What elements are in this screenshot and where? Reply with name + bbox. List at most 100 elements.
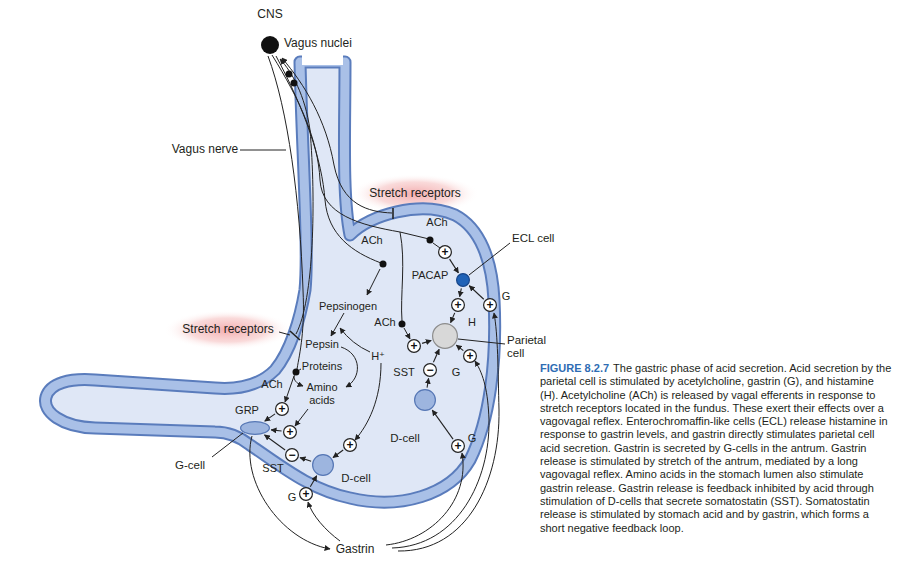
diagram-label: Pepsinogen	[319, 300, 377, 313]
node-outline	[240, 421, 270, 435]
figure-number: FIGURE 8.2.7	[540, 362, 609, 374]
label-slot: Vagus nerve	[172, 143, 239, 157]
label-slot: G	[452, 366, 461, 379]
vagal-efferent	[268, 56, 303, 369]
node-outline-shape	[300, 488, 313, 501]
signal-arrow	[271, 430, 281, 431]
node-outline	[432, 323, 458, 349]
diagram-label: G	[502, 290, 511, 303]
label-slot: ACh	[261, 378, 282, 391]
signal-arrow	[422, 340, 431, 343]
stomach-wall-band	[45, 62, 494, 502]
ganglion-dot	[291, 80, 298, 87]
diagram-label: GRP	[235, 404, 259, 417]
g-cell-shape: G-cell	[240, 421, 270, 435]
vagal-afferent	[280, 59, 313, 334]
label-slot: Vagus nuclei	[284, 37, 352, 51]
signal-arrow	[433, 349, 439, 362]
node-outline-shape	[344, 439, 357, 452]
conversion-arrow	[331, 313, 344, 336]
nerve-link	[404, 328, 410, 339]
sign-circle: +	[275, 402, 289, 416]
diagram-label: CNS	[257, 8, 282, 22]
diagram-label: SST	[262, 462, 283, 475]
diagram-label: SST	[393, 366, 414, 379]
leader-line	[212, 433, 243, 457]
label-slot: PACAP	[412, 269, 448, 282]
node-outline-shape	[241, 422, 270, 435]
receptor-symbol	[392, 208, 394, 219]
sign-symbol: +	[283, 425, 297, 439]
node-outline	[312, 454, 334, 476]
node-outline	[414, 389, 436, 411]
cell-name: Parietal cell	[507, 334, 551, 360]
diagram-label: ACh	[361, 234, 382, 247]
diagram-label: Amino acids	[302, 381, 342, 406]
sign-circle: +	[407, 339, 421, 353]
diagram-label: Stretch receptors	[369, 187, 460, 201]
cell-name: G-cell	[175, 459, 205, 472]
synapse-dot	[427, 237, 434, 244]
cell-name: D-cell	[341, 472, 370, 485]
label-slot: ACh	[374, 316, 395, 329]
signal-arrow	[432, 410, 453, 439]
node-outline-shape	[424, 364, 437, 377]
sign-symbol: −	[285, 448, 299, 462]
node-outline-shape	[313, 455, 334, 476]
sign-symbol: +	[483, 298, 497, 312]
leader-line	[240, 150, 286, 151]
diagram-label: ACh	[261, 378, 282, 391]
signal-arrow	[451, 313, 455, 323]
sign-symbol: +	[463, 349, 477, 363]
diagram-label: Stretch receptors	[182, 323, 273, 337]
figure-caption: FIGURE 8.2.7The gastric phase of acid se…	[540, 362, 895, 535]
cns-nucleus	[261, 36, 279, 54]
node-outline-shape	[284, 426, 297, 439]
signal-arrow	[460, 288, 462, 296]
sign-symbol: +	[451, 439, 465, 453]
pepsin-arrow	[341, 347, 357, 387]
signal-arrow	[456, 345, 463, 351]
sign-symbol: +	[451, 298, 465, 312]
label-slot: SST	[393, 366, 414, 379]
gastrin-arrow	[386, 453, 463, 545]
ganglion-dot	[286, 71, 293, 78]
diagram-label: Vagus nuclei	[284, 37, 352, 51]
sign-circle: +	[483, 298, 497, 312]
sign-circle: +	[438, 245, 452, 259]
leader-line	[458, 339, 505, 344]
sign-symbol: +	[438, 245, 452, 259]
label-slot: ACh	[426, 216, 447, 229]
sign-circle: +	[463, 349, 477, 363]
node-outline	[456, 273, 470, 287]
sign-symbol: −	[423, 363, 437, 377]
nerve-link	[433, 243, 440, 248]
label-slot: G	[288, 491, 297, 504]
label-slot: ACh	[361, 234, 382, 247]
label-slot: SST	[262, 462, 283, 475]
diagram-label: G	[468, 432, 477, 445]
diagram-label: Gastrin	[336, 543, 375, 557]
signal-arrow	[265, 435, 286, 450]
label-slot: H	[468, 316, 476, 329]
diagram-label: Vagus nerve	[172, 143, 239, 157]
signal-arrow	[333, 450, 343, 458]
diagram-label: Pepsin	[305, 338, 339, 351]
diagram-label: H⁺	[371, 350, 385, 363]
sign-symbol: +	[275, 402, 289, 416]
label-slot: G	[502, 290, 511, 303]
node-outline-shape	[433, 324, 458, 349]
signal-arrow	[469, 286, 484, 299]
esophagus-opening	[302, 55, 343, 65]
signal-arrow	[310, 476, 316, 487]
gastrin-arrow	[308, 502, 340, 541]
node-outline-shape	[415, 390, 436, 411]
leader-line	[469, 243, 510, 275]
caption-text: The gastric phase of acid secretion. Aci…	[540, 362, 891, 534]
signal-arrow	[427, 378, 429, 387]
label-slot: Stretch receptors	[182, 323, 273, 337]
d-cell-shape: D-cell	[414, 389, 436, 411]
node-outline-shape	[452, 299, 465, 312]
sign-circle: +	[451, 298, 465, 312]
